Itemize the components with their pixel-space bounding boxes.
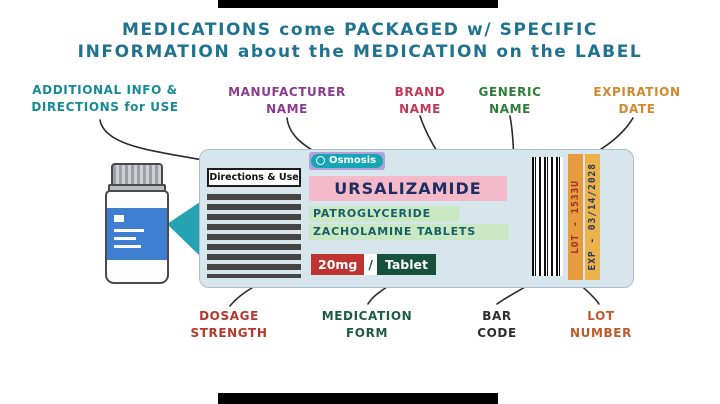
callout-generic-name: GENERIC NAME bbox=[465, 84, 555, 118]
callout-additional-info-line2: DIRECTIONS for USE bbox=[31, 100, 179, 114]
callout-lot-line1: LOT bbox=[587, 309, 615, 323]
callout-manufacturer-line1: MANUFACTURER bbox=[228, 85, 346, 99]
bottle-label-line bbox=[114, 245, 141, 248]
bottle-label bbox=[107, 208, 167, 260]
callout-dosage-strength: DOSAGE STRENGTH bbox=[179, 308, 279, 342]
callout-brand-name: BRAND NAME bbox=[370, 84, 470, 118]
medication-form-badge: Tablet bbox=[376, 254, 436, 275]
osmosis-logo-icon bbox=[316, 156, 325, 165]
page-title-line-1: MEDICATIONS come PACKAGED w/ SPECIFIC bbox=[122, 20, 598, 40]
directions-text-lines bbox=[207, 194, 301, 278]
callout-brand-line1: BRAND bbox=[394, 85, 446, 99]
callout-expiration-line2: DATE bbox=[618, 102, 656, 116]
callout-expiration-line1: EXPIRATION bbox=[593, 85, 681, 99]
callout-form-line1: MEDICATION bbox=[321, 309, 413, 323]
letterbox-bottom bbox=[218, 393, 498, 404]
generic-name-line2: ZACHOLAMINE TABLETS bbox=[309, 224, 509, 240]
bottle-label-line bbox=[114, 229, 144, 232]
directions-use-box: Directions & Use bbox=[207, 168, 301, 187]
expiration-date-strip: EXP - 03/14/2028 bbox=[585, 154, 600, 280]
dosage-form-row: 20mg / Tablet bbox=[311, 254, 436, 275]
callout-dosage-line1: DOSAGE bbox=[199, 309, 259, 323]
callout-brand-line2: NAME bbox=[399, 102, 441, 116]
callout-expiration-date: EXPIRATION DATE bbox=[587, 84, 687, 118]
callout-additional-info-line1: ADDITIONAL INFO & bbox=[32, 83, 178, 97]
callout-lot-number: LOT NUMBER bbox=[551, 308, 651, 342]
dosage-strength-badge: 20mg bbox=[311, 254, 365, 275]
brand-name-text: URSALIZAMIDE bbox=[309, 176, 507, 201]
callout-generic-line2: NAME bbox=[489, 102, 531, 116]
callout-form-line2: FORM bbox=[346, 326, 388, 340]
connector-manufacturer bbox=[286, 117, 318, 154]
callout-additional-info: ADDITIONAL INFO & DIRECTIONS for USE bbox=[5, 82, 205, 116]
zoom-wedge bbox=[167, 202, 200, 256]
callout-generic-line1: GENERIC bbox=[478, 85, 542, 99]
lot-number-text: LOT - 1533U bbox=[570, 180, 581, 254]
callout-barcode-line2: CODE bbox=[477, 326, 517, 340]
callout-bar-code: BAR CODE bbox=[462, 308, 532, 342]
callout-medication-form: MEDICATION FORM bbox=[312, 308, 422, 342]
pill-bottle bbox=[103, 161, 169, 284]
osmosis-logo-text: Osmosis bbox=[329, 155, 377, 166]
bottle-label-line bbox=[114, 237, 136, 240]
expiration-date-text: EXP - 03/14/2028 bbox=[587, 163, 598, 271]
directions-use-label: Directions & Use bbox=[209, 172, 299, 183]
callout-barcode-line1: BAR bbox=[482, 309, 512, 323]
generic-name-line1: PATROGLYCERIDE bbox=[309, 206, 459, 222]
callout-manufacturer-line2: NAME bbox=[266, 102, 308, 116]
bottle-body bbox=[105, 190, 169, 284]
medication-label: Directions & Use Osmosis URSALIZAMIDE PA… bbox=[199, 149, 634, 288]
letterbox-top bbox=[218, 0, 498, 8]
lot-number-strip: LOT - 1533U bbox=[568, 154, 583, 280]
callout-dosage-line2: STRENGTH bbox=[190, 326, 268, 340]
page-title-line-2: INFORMATION about the MEDICATION on the … bbox=[77, 42, 643, 62]
barcode bbox=[532, 157, 563, 276]
osmosis-logo-pill: Osmosis bbox=[311, 154, 384, 168]
connector-expiration bbox=[594, 117, 634, 154]
dose-form-separator: / bbox=[364, 254, 377, 275]
callout-manufacturer-name: MANUFACTURER NAME bbox=[217, 84, 357, 118]
callout-lot-line2: NUMBER bbox=[570, 326, 632, 340]
bottle-label-mark bbox=[114, 215, 124, 222]
osmosis-logo: Osmosis bbox=[309, 152, 386, 170]
